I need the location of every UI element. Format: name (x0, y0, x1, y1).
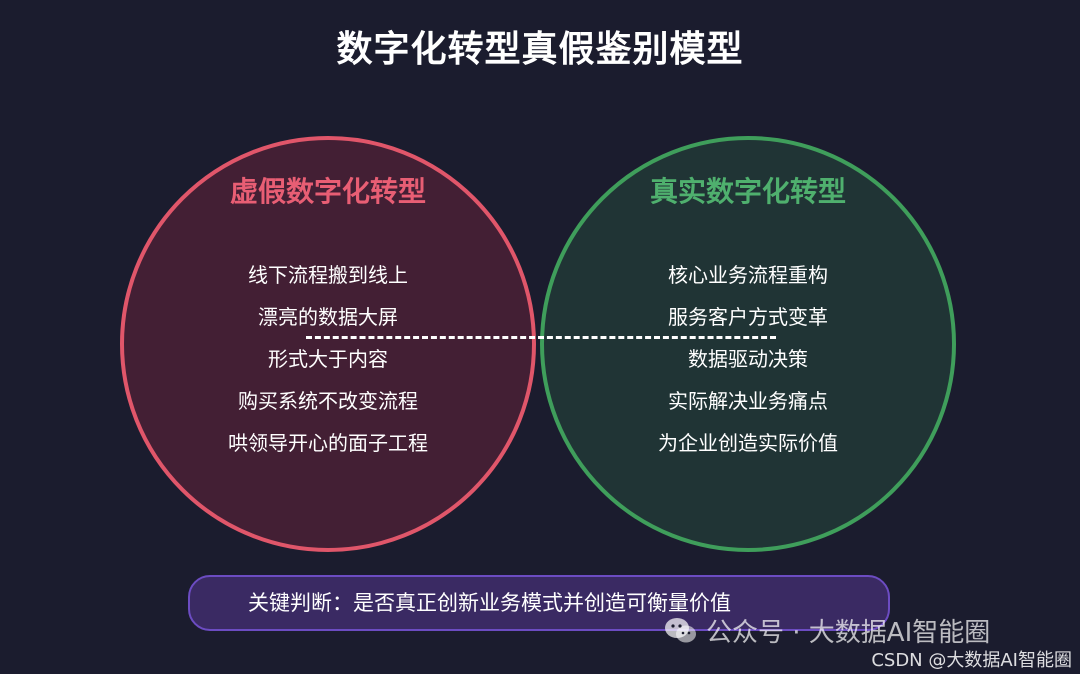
key-judgment-banner: 关键判断：是否真正创新业务模式并创造可衡量价值 (188, 575, 890, 631)
dashed-divider (306, 336, 776, 339)
real-item: 服务客户方式变革 (668, 305, 828, 329)
watermark-text: 公众号 · 大数据AI智能圈 (706, 618, 991, 648)
fake-transformation-circle (120, 136, 536, 552)
fake-transformation-heading: 虚假数字化转型 (229, 175, 426, 208)
fake-item: 线下流程搬到线上 (248, 263, 408, 287)
csdn-credit: CSDN @大数据AI智能圈 (871, 650, 1072, 671)
real-item: 为企业创造实际价值 (658, 431, 838, 455)
real-transformation-heading: 真实数字化转型 (649, 175, 846, 208)
real-item: 数据驱动决策 (688, 347, 808, 371)
real-item: 核心业务流程重构 (668, 263, 828, 287)
fake-item: 漂亮的数据大屏 (258, 305, 398, 329)
wechat-icon (664, 617, 698, 645)
real-item: 实际解决业务痛点 (668, 389, 828, 413)
fake-item: 形式大于内容 (268, 347, 388, 371)
fake-transformation-list: 线下流程搬到线上 漂亮的数据大屏 形式大于内容 购买系统不改变流程 哄领导开心的… (120, 254, 536, 464)
fake-item: 购买系统不改变流程 (238, 389, 418, 413)
wechat-watermark: 公众号 · 大数据AI智能圈 (664, 612, 990, 649)
fake-item: 哄领导开心的面子工程 (228, 431, 428, 455)
real-transformation-list: 核心业务流程重构 服务客户方式变革 数据驱动决策 实际解决业务痛点 为企业创造实… (540, 254, 956, 464)
real-transformation-circle (540, 136, 956, 552)
page-title: 数字化转型真假鉴别模型 (336, 29, 744, 70)
